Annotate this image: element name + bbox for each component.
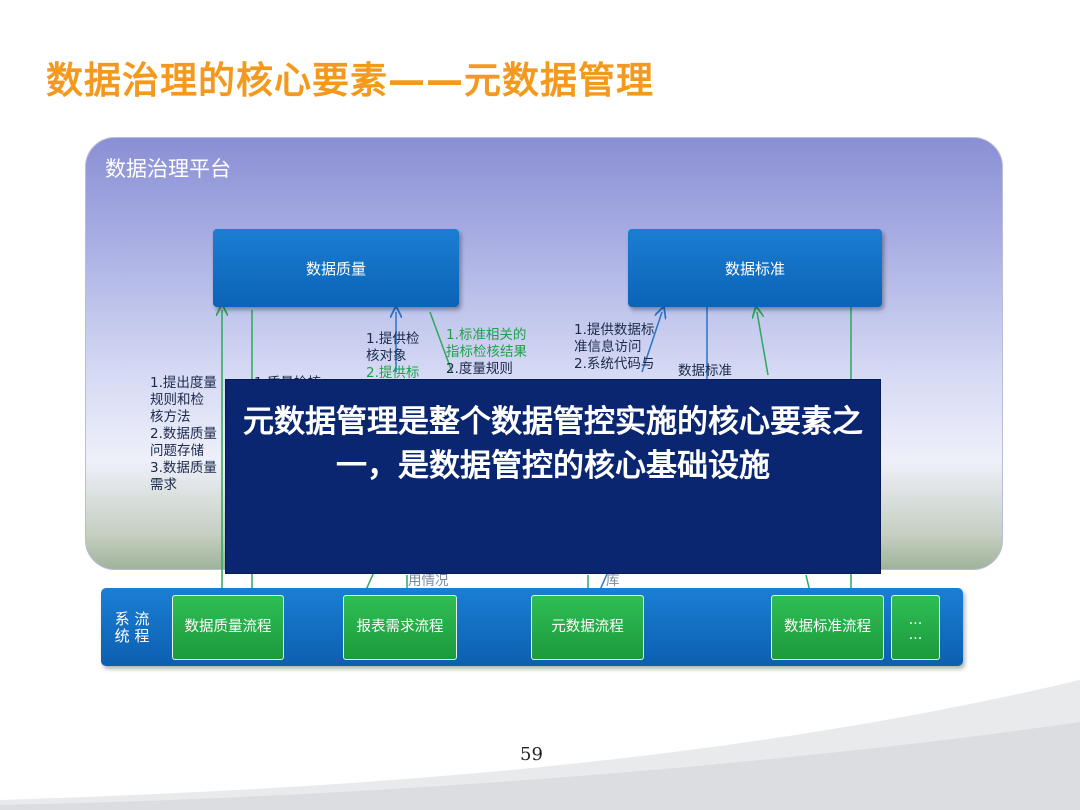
flow-label-line: 系 流 xyxy=(114,610,150,628)
note-line: 核方法 xyxy=(150,409,191,425)
note-line: 1.提供数据标 xyxy=(574,322,655,338)
flow-box-data-standard[interactable]: 数据标准流程 xyxy=(771,595,884,660)
library-note: 库 xyxy=(606,573,620,589)
arrow-standard-result xyxy=(429,311,453,373)
flow-box-report[interactable]: 报表需求流程 xyxy=(343,595,457,660)
note-line: 需求 xyxy=(150,477,177,493)
note-line: 指标检核结果 xyxy=(446,344,527,360)
standard-note: 数据标准 xyxy=(678,363,732,379)
flow-box-metadata[interactable]: 元数据流程 xyxy=(531,595,644,660)
more-ellipsis: ... xyxy=(908,626,923,643)
data-standard-box[interactable]: 数据标准 xyxy=(628,229,882,307)
standard-info-notes: 1.提供数据标 准信息访问 2.系统代码与 xyxy=(574,322,654,373)
platform-label: 数据治理平台 xyxy=(105,157,231,181)
page-number: 59 xyxy=(520,744,543,765)
overlay-callout: 元数据管理是整个数据管控实施的核心要素之一，是数据管控的核心基础设施 xyxy=(225,379,881,574)
note-line: 1.提出度量 xyxy=(150,375,217,391)
quality-notes: 1.提出度量 规则和检 核方法 2.数据质量 问题存储 3.数据质量 需求 xyxy=(150,375,217,494)
arrow-standard-info xyxy=(641,312,662,373)
note-line: 规则和检 xyxy=(150,392,204,408)
flow-label-line: 统 程 xyxy=(114,627,150,645)
note-line: 1.提供检 xyxy=(366,331,420,347)
data-quality-box[interactable]: 数据质量 xyxy=(213,229,459,307)
page-title: 数据治理的核心要素——元数据管理 xyxy=(46,59,654,102)
more-ellipsis: ... xyxy=(908,611,923,628)
decorative-swoosh xyxy=(0,680,1080,810)
note-line: 1.标准相关的 xyxy=(446,327,527,343)
flow-box-more[interactable]: ... ... xyxy=(891,595,940,660)
note-line: 2.数据质量 xyxy=(150,426,217,442)
arrow-meta-diag xyxy=(599,573,608,591)
note-line: 核对象 xyxy=(366,348,407,364)
system-flow-label: 系 流 统 程 xyxy=(110,611,154,645)
check-object-notes: 1.提供检 核对象 2.提供标 xyxy=(366,331,419,382)
note-line: 准信息访问 xyxy=(574,339,642,355)
note-line: 2.系统代码与 xyxy=(574,356,655,372)
note-line: 2.度量规则 xyxy=(446,361,513,377)
arrow-report-flow xyxy=(365,571,375,591)
flow-box-data-quality[interactable]: 数据质量流程 xyxy=(172,595,284,660)
arrow-standard-up xyxy=(757,312,769,376)
standard-result-notes: 1.标准相关的 指标检核结果 2.度量规则 xyxy=(446,327,527,378)
note-line: 3.数据质量 xyxy=(150,460,217,476)
note-line: 2.提供标 xyxy=(366,365,420,381)
usage-note: 用情况 xyxy=(408,573,449,589)
note-line: 问题存储 xyxy=(150,443,204,459)
